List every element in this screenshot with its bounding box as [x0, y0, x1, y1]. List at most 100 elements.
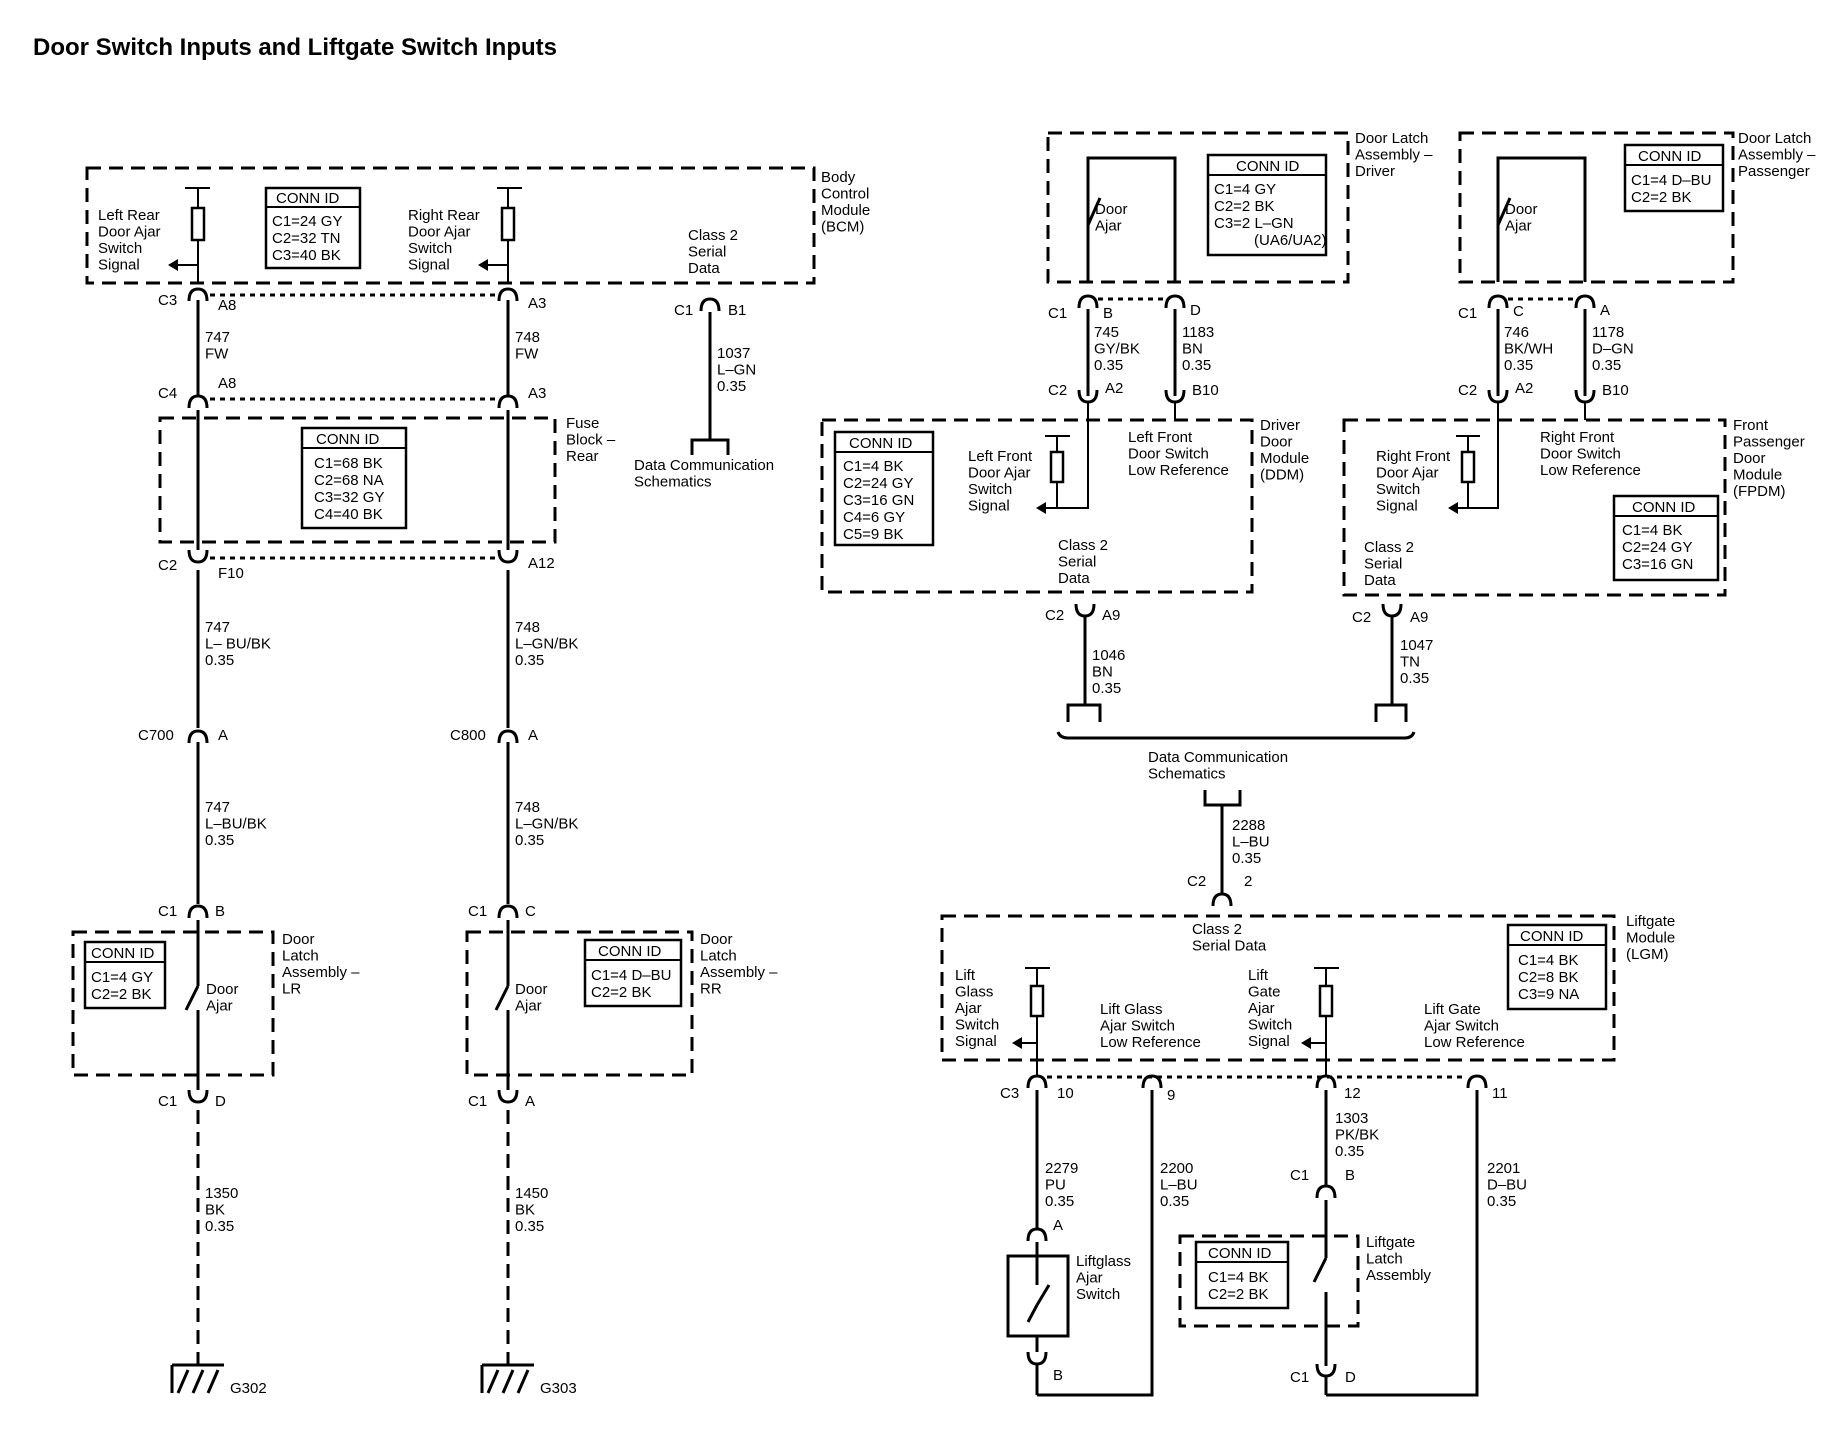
- conn-c1-lr-bot: C1: [158, 1093, 177, 1110]
- pin-b-lglatch-top: B: [1345, 1167, 1355, 1184]
- pin-a3-top: A3: [528, 295, 546, 312]
- svg-text:C4=6 GY: C4=6 GY: [843, 509, 905, 526]
- svg-text:CONN ID: CONN ID: [1632, 499, 1696, 516]
- pin-d-lglatch-bot: D: [1345, 1369, 1356, 1386]
- svg-text:C1=4 BK: C1=4 BK: [1208, 1269, 1268, 1286]
- lgm-pullup-glass: [1012, 967, 1050, 1075]
- svg-text:C1=4 D–BU: C1=4 D–BU: [1631, 172, 1711, 189]
- fuse-block-box: [158, 416, 557, 544]
- liftgate-conn-id: CONN ID C1=4 BK C2=2 BK: [1194, 1240, 1290, 1310]
- pin-a8-top: A8: [218, 297, 236, 314]
- svg-text:C3=32 GY: C3=32 GY: [314, 489, 384, 506]
- pin-c-pass: C: [1513, 303, 1524, 320]
- conn-c800-label: C800: [450, 727, 486, 744]
- lr-latch-box: [71, 930, 275, 1077]
- pin-a-liftglass: A: [1053, 1217, 1063, 1234]
- pin-a3-c4: A3: [528, 385, 546, 402]
- pin-b1-label: B1: [728, 302, 746, 319]
- conn-c1-rr-top: C1: [468, 903, 487, 920]
- conn-c1-lr-top: C1: [158, 903, 177, 920]
- lgm-conn-id: CONN ID C1=4 BK C2=8 BK C3=9 NA: [1506, 923, 1608, 1011]
- driver-door-ajar-switch: [1086, 197, 1102, 226]
- driver-latch-box: [1046, 131, 1350, 284]
- bcm-module-box: [85, 166, 816, 285]
- pin-a2-fpdm: A2: [1515, 380, 1533, 397]
- pin-a-c800: A: [528, 727, 538, 744]
- svg-text:C1=4 BK: C1=4 BK: [1622, 522, 1682, 539]
- pin-2-lgm: 2: [1244, 873, 1252, 890]
- svg-text:C1=4 BK: C1=4 BK: [1518, 952, 1578, 969]
- svg-text:C2=2 BK: C2=2 BK: [1214, 198, 1274, 215]
- driver-latch-conn-id: CONN ID C1=4 GY C2=2 BK C3=2 L–GN (UA6/U…: [1206, 153, 1328, 257]
- pass-latch-conn-id: CONN ID C1=4 D–BU C2=2 BK: [1623, 143, 1725, 213]
- svg-text:C3=2 L–GN: C3=2 L–GN: [1214, 215, 1294, 232]
- ground-g303-label: G303: [540, 1380, 577, 1397]
- conn-c2-fuse-label: C2: [158, 557, 177, 574]
- conn-c2-a9-ddm: C2: [1045, 607, 1064, 624]
- svg-text:C1=4 BK: C1=4 BK: [843, 458, 903, 475]
- pin-c-rr-top: C: [525, 903, 536, 920]
- pin-b-lr-top: B: [215, 903, 225, 920]
- conn-c2-lgm: C2: [1187, 873, 1206, 890]
- pin-d-driver: D: [1190, 302, 1201, 319]
- svg-text:C2=2 BK: C2=2 BK: [1208, 1286, 1268, 1303]
- svg-text:C1=4 GY: C1=4 GY: [1214, 181, 1276, 198]
- svg-text:CONN ID: CONN ID: [316, 431, 380, 448]
- pin-9-lgm: 9: [1167, 1087, 1175, 1104]
- pin-a9-fpdm: A9: [1410, 609, 1428, 626]
- conn-c1-b1-label: C1: [674, 302, 693, 319]
- conn-c1-driver: C1: [1048, 305, 1067, 322]
- svg-text:C2=32 TN: C2=32 TN: [272, 230, 341, 247]
- diagram-title: Door Switch Inputs and Liftgate Switch I…: [33, 34, 557, 61]
- conn-c1-rr-bot: C1: [468, 1093, 487, 1110]
- pin-a12: A12: [528, 555, 555, 572]
- ground-g302-label: G302: [230, 1380, 267, 1397]
- pin-12-lgm: 12: [1344, 1085, 1361, 1102]
- fpdm-conn-id: CONN ID C1=4 BK C2=24 GY C3=16 GN: [1612, 494, 1720, 582]
- conn-c2-ddm: C2: [1048, 382, 1067, 399]
- svg-text:C2=24 GY: C2=24 GY: [843, 475, 913, 492]
- data-comm-bracket-left: [690, 438, 730, 455]
- liftglass-switch-icon: [1026, 1304, 1039, 1323]
- pin-10-lgm: 10: [1057, 1085, 1074, 1102]
- pin-a2-ddm: A2: [1105, 380, 1123, 397]
- pin-11-lgm: 11: [1492, 1085, 1508, 1102]
- rr-latch-box: [465, 930, 694, 1077]
- svg-text:(UA6/UA2): (UA6/UA2): [1254, 232, 1327, 249]
- liftgate-switch-icon: [1312, 1257, 1328, 1283]
- pin-f10: F10: [218, 565, 244, 582]
- fpdm-box: [1342, 418, 1727, 597]
- conn-c2-a9-fpdm: C2: [1352, 609, 1371, 626]
- data-comm-bracket-bottom: [1203, 790, 1242, 807]
- svg-text:CONN ID: CONN ID: [91, 945, 155, 962]
- svg-text:C2=24 GY: C2=24 GY: [1622, 539, 1692, 556]
- svg-text:C2=2 BK: C2=2 BK: [591, 984, 651, 1001]
- bcm-pullup-left: [168, 187, 210, 282]
- pin-a-rr-bot: A: [525, 1093, 535, 1110]
- liftglass-switch-box: [1006, 1254, 1070, 1338]
